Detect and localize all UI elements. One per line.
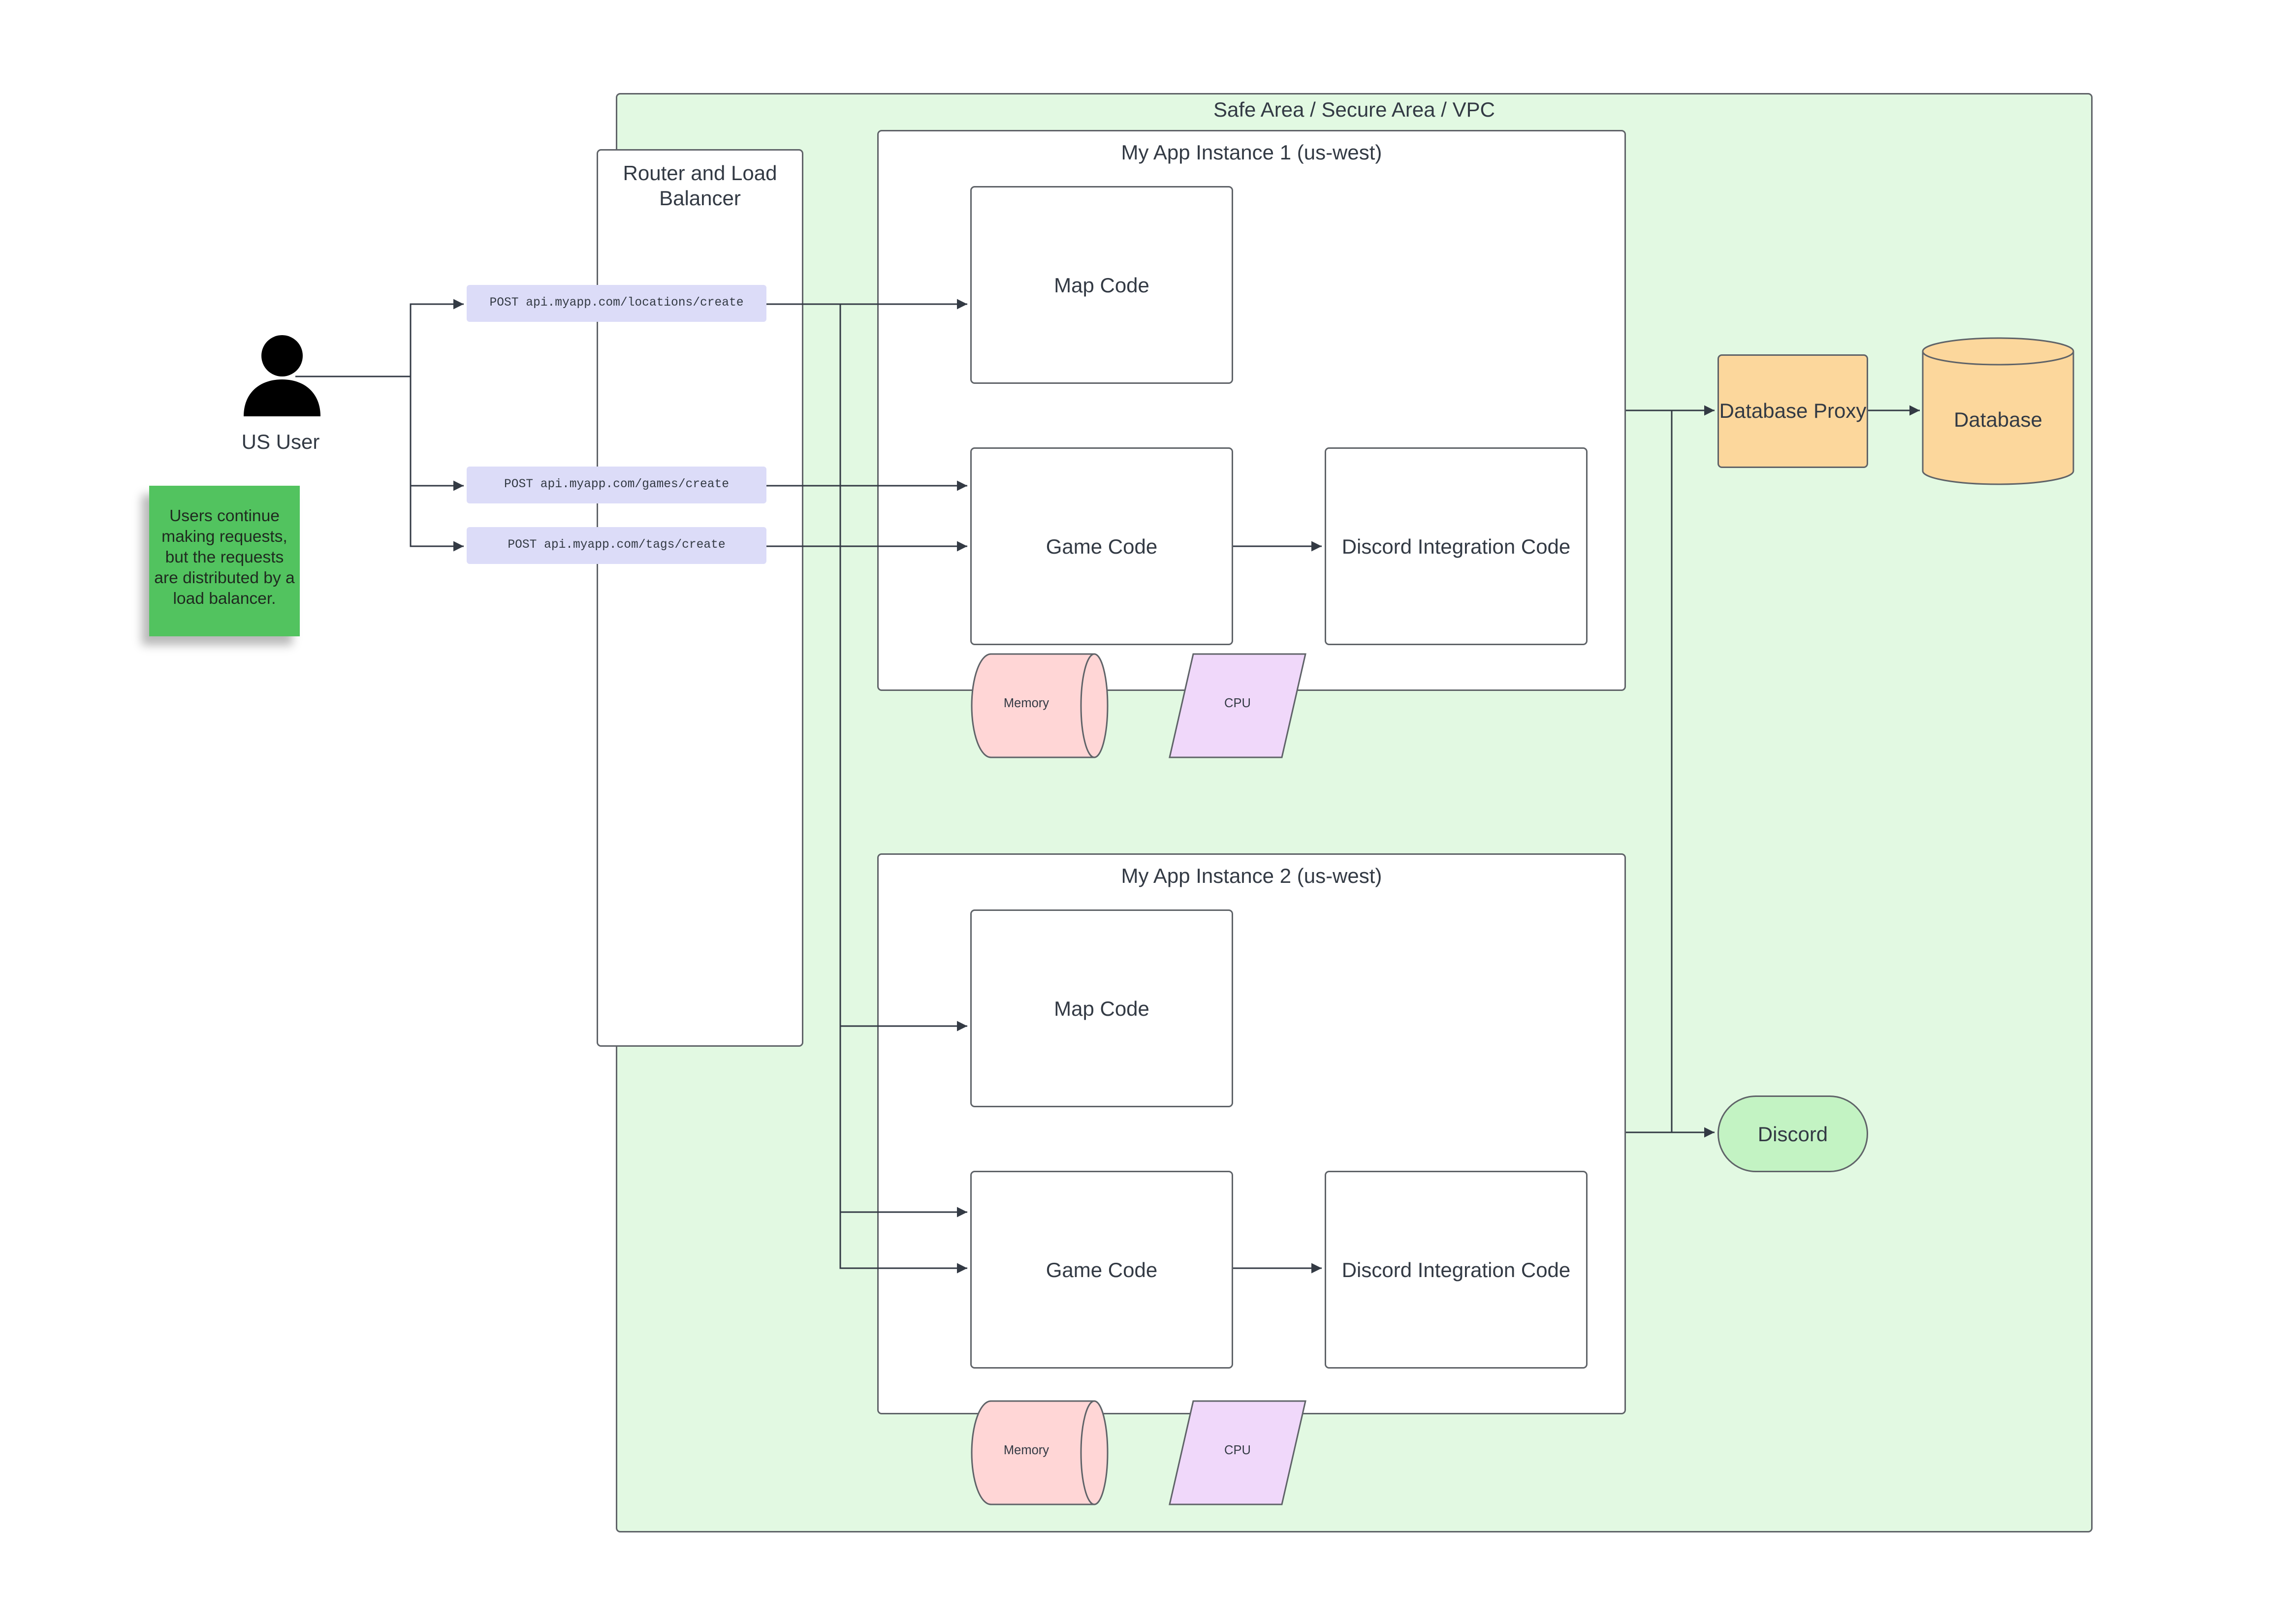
instance-2-title: My App Instance 2 (us-west) bbox=[1121, 864, 1382, 887]
instance-2-memory-label: Memory bbox=[1003, 1442, 1049, 1457]
person-icon bbox=[244, 335, 320, 416]
instance-2-game-code: Game Code bbox=[970, 1171, 1233, 1369]
request-games-create: POST api.myapp.com/games/create bbox=[467, 467, 766, 503]
database-label: Database bbox=[1954, 407, 2042, 431]
instance-1-cpu-shape bbox=[1169, 653, 1306, 758]
instance-1-title: My App Instance 1 (us-west) bbox=[1121, 140, 1382, 164]
request-locations-create: POST api.myapp.com/locations/create bbox=[467, 285, 766, 322]
instance-1-cpu-label: CPU bbox=[1224, 695, 1251, 710]
instance-2-map-code: Map Code bbox=[970, 909, 1233, 1107]
instance-2-cpu-shape bbox=[1169, 1400, 1306, 1505]
instance-1-discord-integration-code: Discord Integration Code bbox=[1325, 447, 1588, 645]
user-connectors bbox=[295, 299, 464, 552]
discord-service: Discord bbox=[1717, 1095, 1868, 1172]
request-tags-create: POST api.myapp.com/tags/create bbox=[467, 527, 766, 564]
user-label: US User bbox=[241, 430, 320, 453]
database-proxy: Database Proxy bbox=[1717, 354, 1868, 468]
instance-2-cpu-label: CPU bbox=[1224, 1442, 1251, 1457]
instance-1-memory-shape bbox=[971, 653, 1109, 758]
instance-2-memory-shape bbox=[971, 1400, 1109, 1505]
instance-1-map-code: Map Code bbox=[970, 186, 1233, 384]
outbound-connectors bbox=[1626, 405, 1920, 1138]
instance-1-game-code: Game Code bbox=[970, 447, 1233, 645]
request-connectors bbox=[766, 299, 967, 1274]
instance-2-discord-integration-code: Discord Integration Code bbox=[1325, 1171, 1588, 1369]
instance-1-memory-label: Memory bbox=[1003, 695, 1049, 710]
router-title: Router and Load Balancer bbox=[623, 161, 777, 210]
sticky-note: Users continue making requests, but the … bbox=[149, 486, 300, 636]
vpc-title: Safe Area / Secure Area / VPC bbox=[1213, 97, 1495, 121]
integration-connectors bbox=[1233, 541, 1322, 1274]
database-cylinder bbox=[1922, 337, 2074, 485]
